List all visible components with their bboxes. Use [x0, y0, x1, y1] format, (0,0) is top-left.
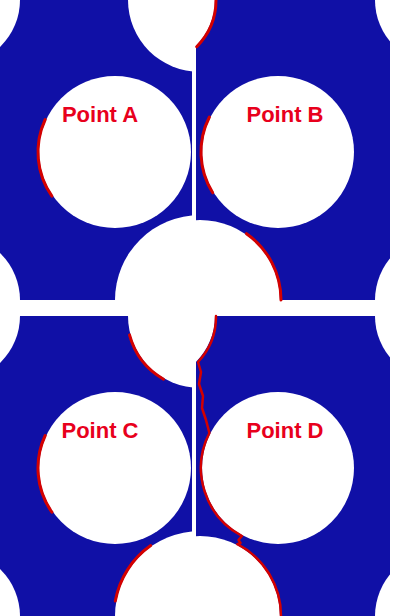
crack-path — [201, 117, 213, 193]
crack-path — [247, 234, 282, 300]
plate-cell — [196, 0, 390, 300]
point-label: Point B — [247, 103, 324, 127]
point-label: Point D — [247, 419, 324, 443]
plate-cell — [0, 0, 192, 300]
crack-path — [38, 120, 52, 197]
crack-path — [198, 316, 281, 616]
plate-cell — [0, 316, 192, 616]
crack-path — [38, 436, 52, 513]
point-label: Point A — [62, 103, 138, 127]
plate-cell — [196, 316, 390, 616]
point-label: Point C — [62, 419, 139, 443]
crack-path — [197, 0, 216, 47]
crack-path — [115, 546, 150, 602]
crack-path — [130, 335, 164, 379]
